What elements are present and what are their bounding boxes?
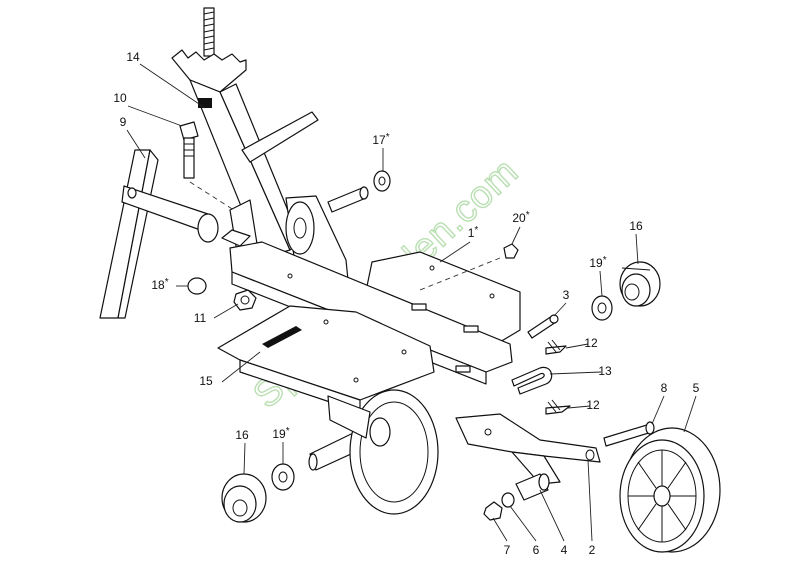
callout-c1: 1*	[468, 225, 479, 240]
column-label-plate	[198, 98, 212, 108]
callout-c2: 2	[589, 543, 596, 557]
callout-c12a: 12	[584, 336, 598, 350]
callout-star: *	[603, 255, 607, 266]
callout-star: *	[165, 277, 169, 288]
callout-c6: 6	[533, 543, 540, 557]
part-19-washer-upper	[591, 295, 613, 321]
callout-star: *	[526, 210, 530, 221]
callout-c5: 5	[693, 381, 700, 395]
part-6-washer	[501, 492, 515, 508]
part-20-nut	[503, 243, 519, 259]
part-8-axle-bolt	[603, 421, 655, 447]
callout-c18: 18*	[151, 277, 168, 292]
callout-c9: 9	[120, 115, 127, 129]
part-18-cap	[187, 277, 207, 295]
part-11-nut	[233, 289, 257, 311]
callout-c13: 13	[598, 364, 612, 378]
callout-star: *	[286, 426, 290, 437]
callout-c19b: 19*	[272, 426, 289, 441]
callout-star: *	[474, 225, 478, 236]
callout-c8: 8	[661, 381, 668, 395]
part-7-nut	[483, 501, 503, 521]
callout-c7: 7	[504, 543, 511, 557]
part-12-clip-lower	[545, 399, 571, 415]
callout-star: *	[386, 132, 390, 143]
part-14-column	[171, 7, 319, 259]
callout-c16a: 16	[629, 219, 643, 233]
part-16-hub-lower	[221, 473, 267, 523]
upper-axle-stub	[327, 186, 369, 213]
part-4-spacer	[515, 473, 550, 501]
part-19-washer-lower	[271, 463, 295, 491]
callout-c17: 17*	[372, 132, 389, 147]
callout-c16b: 16	[235, 428, 249, 442]
callout-c19a: 19*	[589, 255, 606, 270]
callout-c10: 10	[113, 91, 127, 105]
callout-c3: 3	[563, 288, 570, 302]
callout-c20: 20*	[512, 210, 529, 225]
part-10-bolt	[179, 121, 199, 179]
part-17-washer	[373, 170, 391, 192]
lower-axle-assembly	[308, 389, 439, 515]
callout-c11: 11	[194, 311, 207, 325]
callout-c4: 4	[561, 543, 568, 557]
part-13-u-bolt	[511, 366, 553, 395]
callout-c15: 15	[199, 374, 213, 388]
part-9-stand-bracket	[99, 149, 219, 319]
callout-c12b: 12	[586, 398, 600, 412]
part-16-hub-upper	[619, 261, 661, 307]
leader-lines	[126, 63, 697, 542]
part-3-pin	[527, 314, 559, 339]
part-5-wheel	[619, 427, 721, 553]
part-12-clip-upper	[545, 339, 567, 355]
callout-c14: 14	[126, 50, 140, 64]
part-2-wheel-arm	[455, 413, 601, 485]
